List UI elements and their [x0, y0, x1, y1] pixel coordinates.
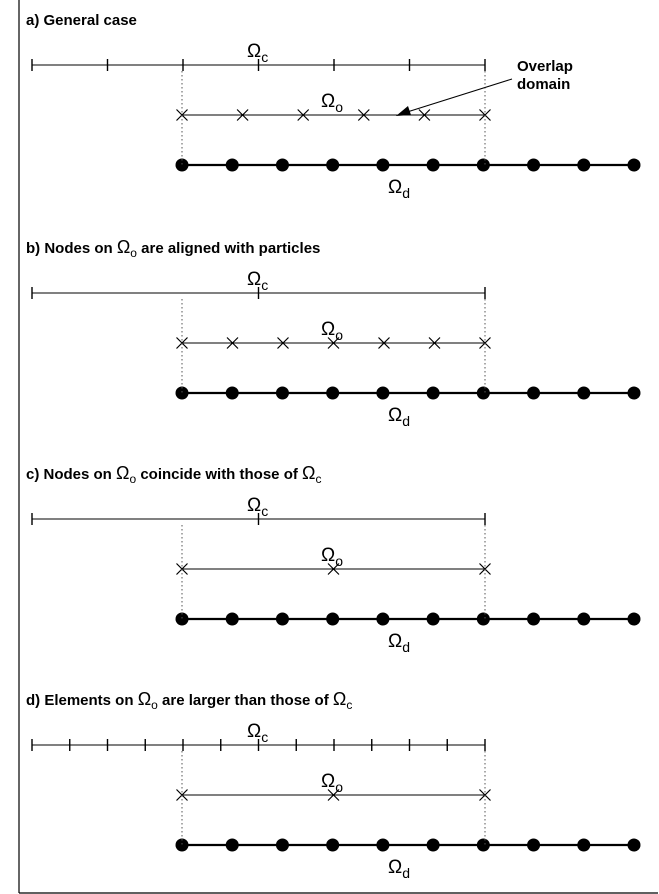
- omega-c-label: Ωc: [247, 721, 268, 745]
- omega-o-label: Ωo: [321, 771, 343, 795]
- particle-dot: [476, 158, 490, 172]
- omega-d-label: Ωd: [388, 177, 410, 201]
- particle-dot: [326, 838, 340, 852]
- particle-dot: [326, 386, 340, 400]
- particle-dot: [627, 838, 641, 852]
- omega-c-label: Ωc: [247, 495, 268, 519]
- particle-dot: [175, 386, 189, 400]
- particle-dot: [476, 612, 490, 626]
- particle-dot: [275, 386, 289, 400]
- overlap-annotation-line: Overlap: [517, 58, 573, 75]
- panel-c: c) Nodes on Ωo coincide with those of Ωc…: [26, 463, 641, 655]
- particle-dot: [326, 158, 340, 172]
- particle-dot: [426, 838, 440, 852]
- overlap-node-cross: [327, 563, 340, 575]
- omega-o-label: Ωo: [321, 545, 343, 569]
- overlap-annotation-line: domain: [517, 76, 570, 93]
- annotation-arrow-head: [396, 106, 411, 116]
- overlap-node-cross: [327, 789, 340, 801]
- particle-dot: [225, 612, 239, 626]
- panel-title: a) General case: [26, 12, 137, 29]
- particle-dot: [476, 386, 490, 400]
- particle-dot: [577, 838, 591, 852]
- particle-dot: [225, 838, 239, 852]
- particle-dot: [577, 386, 591, 400]
- particle-dot: [175, 838, 189, 852]
- overlap-node-cross: [226, 337, 239, 349]
- particle-dot: [225, 386, 239, 400]
- particle-dot: [627, 386, 641, 400]
- particle-dot: [426, 158, 440, 172]
- overlap-node-cross: [418, 109, 431, 121]
- particle-dot: [275, 838, 289, 852]
- overlap-node-cross: [236, 109, 249, 121]
- particle-dot: [326, 612, 340, 626]
- particle-dot: [627, 158, 641, 172]
- particle-dot: [376, 612, 390, 626]
- omega-c-label: Ωc: [247, 41, 268, 65]
- particle-dot: [527, 386, 541, 400]
- particle-dot: [577, 612, 591, 626]
- overlap-node-cross: [277, 337, 289, 349]
- particle-dot: [275, 612, 289, 626]
- particle-dot: [527, 612, 541, 626]
- omega-o-label: Ωo: [321, 319, 343, 343]
- omega-d-label: Ωd: [388, 631, 410, 655]
- omega-d-label: Ωd: [388, 857, 410, 881]
- particle-dot: [275, 158, 289, 172]
- particle-dot: [527, 158, 541, 172]
- omega-o-label: Ωo: [321, 91, 343, 115]
- overlap-node-cross: [327, 337, 340, 349]
- particle-dot: [426, 386, 440, 400]
- particle-dot: [175, 158, 189, 172]
- overlap-node-cross: [357, 109, 370, 121]
- particle-dot: [376, 838, 390, 852]
- particle-dot: [175, 612, 189, 626]
- particle-dot: [376, 158, 390, 172]
- particle-dot: [627, 612, 641, 626]
- overlap-node-cross: [297, 109, 310, 121]
- panel-d: d) Elements on Ωo are larger than those …: [26, 689, 641, 881]
- particle-dot: [376, 386, 390, 400]
- particle-dot: [225, 158, 239, 172]
- particle-dot: [426, 612, 440, 626]
- panel-b: b) Nodes on Ωo are aligned with particle…: [26, 237, 641, 429]
- panel-title: d) Elements on Ωo are larger than those …: [26, 689, 352, 712]
- omega-c-label: Ωc: [247, 269, 268, 293]
- particle-dot: [476, 838, 490, 852]
- particle-dot: [527, 838, 541, 852]
- overlap-node-cross: [428, 337, 441, 349]
- particle-dot: [577, 158, 591, 172]
- overlap-node-cross: [378, 337, 390, 349]
- panel-title: b) Nodes on Ωo are aligned with particle…: [26, 237, 320, 260]
- annotation-arrow-line: [403, 78, 513, 114]
- omega-d-label: Ωd: [388, 405, 410, 429]
- panel-title: c) Nodes on Ωo coincide with those of Ωc: [26, 463, 321, 486]
